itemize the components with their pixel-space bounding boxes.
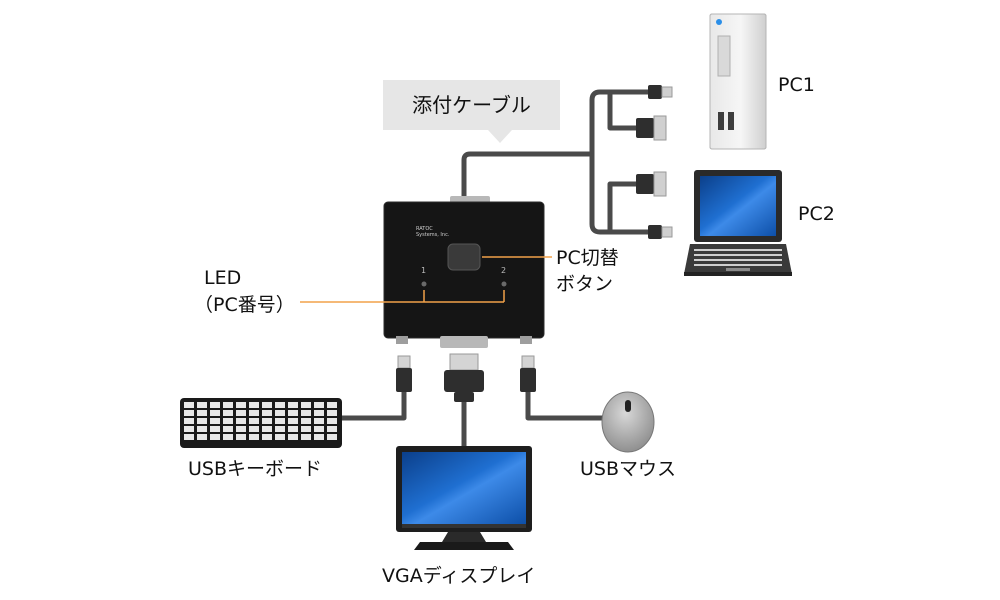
keyboard-key — [249, 434, 259, 440]
leader-lines — [300, 256, 552, 303]
keyboard-key — [301, 410, 311, 416]
keyboard-key — [288, 410, 298, 416]
keyboard-key — [197, 410, 207, 416]
keyboard-key — [262, 426, 272, 432]
keyboard-key — [223, 410, 233, 416]
usb-plug-icon — [520, 355, 536, 392]
keyboard-key — [327, 402, 337, 408]
keyboard-key — [327, 434, 337, 440]
keyboard-key — [197, 434, 207, 440]
cables — [342, 89, 650, 448]
keyboard-key — [236, 410, 246, 416]
brand-name: RATOC — [416, 226, 433, 232]
label-switch-button: PC切替 ボタン — [556, 245, 619, 297]
led-number-2: 2 — [501, 266, 507, 275]
keyboard-key — [262, 410, 272, 416]
keyboard-key — [314, 434, 324, 440]
keyboard-key — [197, 402, 207, 408]
keyboard-key — [275, 402, 285, 408]
attached-cable-callout: 添付ケーブル — [383, 80, 560, 130]
keyboard-key — [223, 418, 233, 424]
label-led-line1: LED — [204, 267, 242, 289]
usb-plug-icon — [648, 85, 673, 99]
desktop-tower-icon — [709, 13, 767, 150]
keyboard-key — [184, 418, 194, 424]
kvm-switch-icon — [383, 196, 545, 348]
keyboard-key — [301, 402, 311, 408]
keyboard-key — [327, 410, 337, 416]
keyboard-key — [184, 410, 194, 416]
callout-tail — [488, 130, 512, 143]
keyboard-key — [301, 426, 311, 432]
keyboard-key — [327, 426, 337, 432]
keyboard-key — [275, 426, 285, 432]
vga-plug-icon — [444, 353, 484, 402]
vga-plug-icon — [636, 115, 667, 141]
label-vga-display: VGAディスプレイ — [382, 565, 536, 587]
label-usb-keyboard: USBキーボード — [188, 458, 323, 480]
keyboard-key — [327, 418, 337, 424]
keyboard-key — [249, 410, 259, 416]
label-pc2: PC2 — [798, 203, 835, 225]
keyboard-icon — [180, 398, 342, 448]
keyboard-key — [314, 410, 324, 416]
keyboard-key — [236, 418, 246, 424]
label-switch-button-line1: PC切替 — [556, 247, 619, 269]
label-led: LED （PC番号） — [194, 265, 295, 319]
monitor-icon — [396, 446, 532, 550]
led-number-1: 1 — [421, 266, 427, 275]
keyboard-key — [301, 418, 311, 424]
keyboard-key — [288, 418, 298, 424]
keyboard-key — [210, 418, 220, 424]
keyboard-key — [184, 402, 194, 408]
keyboard-key — [314, 426, 324, 432]
keyboard-key — [210, 426, 220, 432]
keyboard-key — [249, 402, 259, 408]
label-led-line2: （PC番号） — [194, 294, 295, 316]
keyboard-key — [223, 434, 233, 440]
keyboard-key — [210, 410, 220, 416]
keyboard-key — [223, 402, 233, 408]
keyboard-key — [262, 418, 272, 424]
vga-plug-icon — [636, 171, 667, 197]
keyboard-key — [249, 426, 259, 432]
keyboard-key — [301, 434, 311, 440]
keyboard-key — [197, 426, 207, 432]
keyboard-key — [288, 434, 298, 440]
device-brand: RATOC Systems, Inc. — [416, 226, 449, 238]
keyboard-key — [236, 434, 246, 440]
keyboard-key — [210, 434, 220, 440]
brand-subname: Systems, Inc. — [416, 232, 450, 238]
keyboard-key — [275, 418, 285, 424]
keyboard-key — [314, 418, 324, 424]
keyboard-key — [262, 402, 272, 408]
keyboard-key — [197, 418, 207, 424]
usb-plug-icon — [648, 225, 673, 239]
keyboard-key — [236, 426, 246, 432]
keyboard-key — [275, 410, 285, 416]
keyboard-key — [184, 426, 194, 432]
keyboard-key — [210, 402, 220, 408]
keyboard-key — [314, 402, 324, 408]
keyboard-key — [275, 434, 285, 440]
keyboard-key — [288, 402, 298, 408]
label-usb-mouse: USBマウス — [580, 458, 677, 480]
mouse-icon — [601, 391, 655, 453]
keyboard-key — [249, 418, 259, 424]
keyboard-key — [184, 434, 194, 440]
usb-plug-icon — [396, 355, 412, 392]
keyboard-key — [223, 426, 233, 432]
keyboard-key — [236, 402, 246, 408]
label-pc1: PC1 — [778, 74, 815, 96]
keyboard-key — [288, 426, 298, 432]
label-switch-button-line2: ボタン — [556, 273, 614, 295]
laptop-icon — [684, 170, 792, 276]
keyboard-key — [262, 434, 272, 440]
